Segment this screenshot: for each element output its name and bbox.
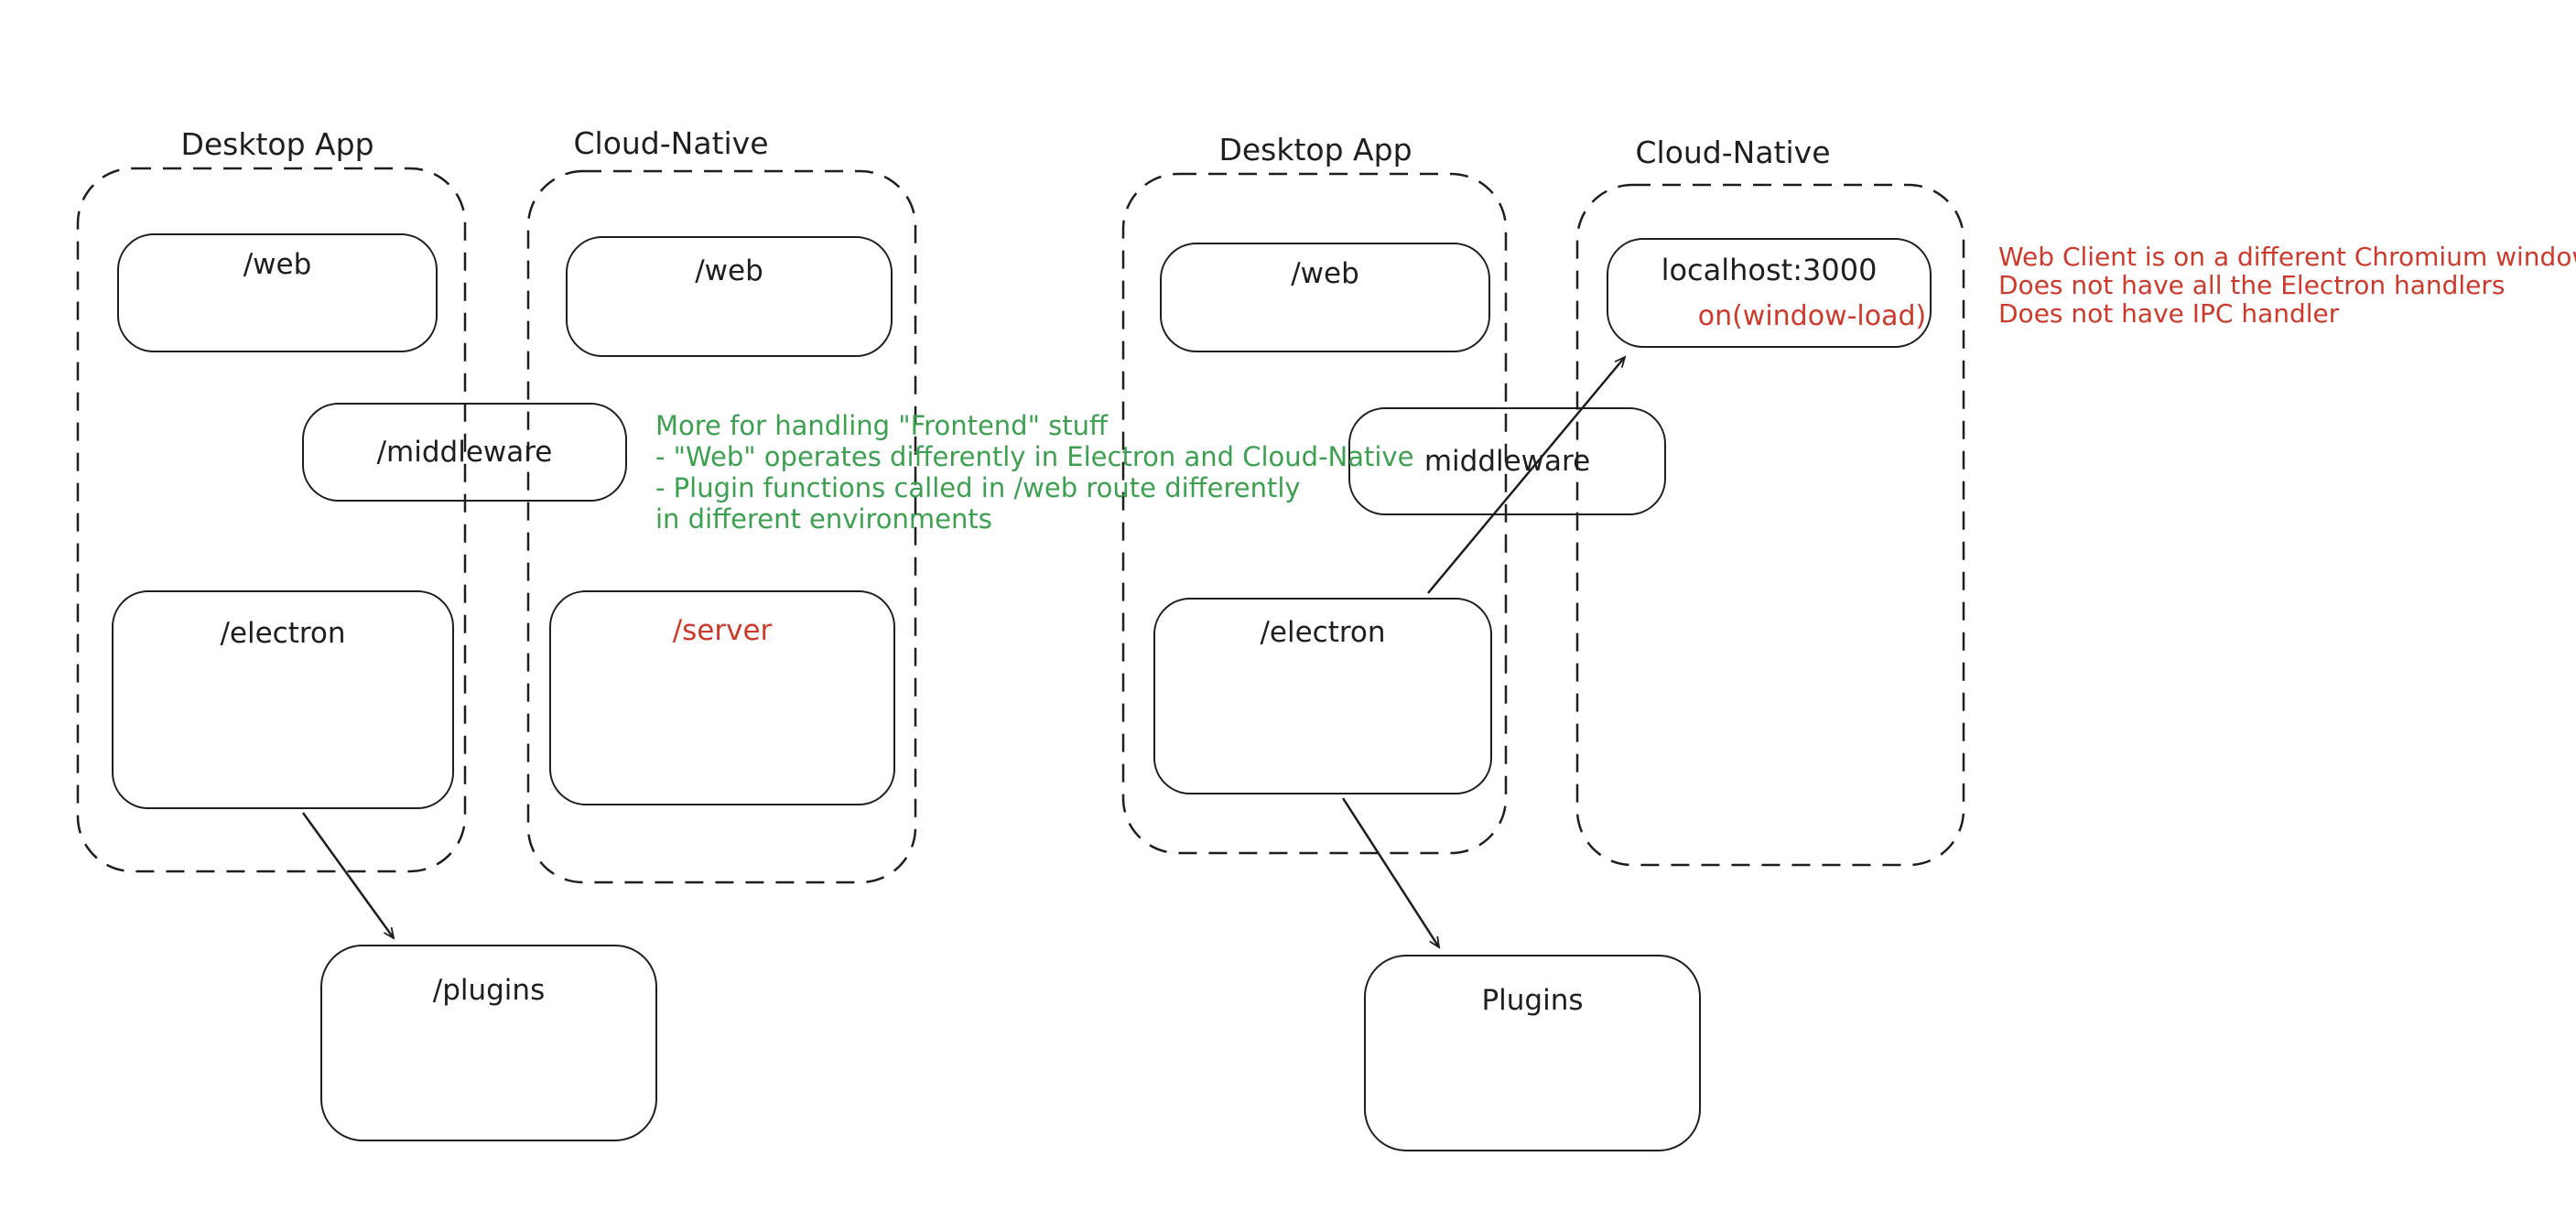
green-annotation-line: - Plugin functions called in /web route … <box>655 472 1301 503</box>
red-annotation-line: Does not have all the Electron handlers <box>1998 270 2506 300</box>
red-annotation-line: Does not have IPC handler <box>1998 298 2340 329</box>
node-middleware-left: /middleware <box>302 403 627 502</box>
node-label: middleware <box>1423 445 1591 478</box>
node-label: /electron <box>1260 616 1386 649</box>
node-web-desktop-left: /web <box>117 233 438 352</box>
electron-to-localhost-arrow <box>1427 355 1627 594</box>
node-label: Plugins <box>1481 984 1584 1017</box>
node-label: /middleware <box>376 436 553 469</box>
green-annotation-line: - "Web" operates differently in Electron… <box>655 441 1414 472</box>
on-window-load-label: on(window-load) <box>1697 300 1927 332</box>
node-label: /web <box>1291 257 1359 290</box>
node-label: /web <box>695 254 763 287</box>
cloud-native-label-left: Cloud-Native <box>573 125 769 161</box>
cloud-native-container-left <box>526 169 917 884</box>
cloud-native-label-right: Cloud-Native <box>1635 135 1831 170</box>
node-electron-left: /electron <box>112 590 454 809</box>
node-server-cloud-left: /server <box>549 590 895 805</box>
node-web-right: /web <box>1160 243 1490 352</box>
node-web-cloud-left: /web <box>566 236 893 357</box>
node-plugins-right: Plugins <box>1364 955 1701 1151</box>
electron-to-plugins-arrow-right <box>1341 797 1441 949</box>
node-label: /web <box>243 248 312 281</box>
green-annotation-line: More for handling "Frontend" stuff <box>655 410 1108 441</box>
green-annotation-line: in different environments <box>655 503 992 535</box>
node-localhost-3000: localhost:3000 on(window-load) <box>1607 238 1932 348</box>
node-plugins-left: /plugins <box>320 945 657 1141</box>
localhost-label: localhost:3000 <box>1661 253 1878 287</box>
node-label: /electron <box>220 617 346 650</box>
red-annotation: Web Client is on a different Chromium wi… <box>1998 243 2576 328</box>
green-annotation: More for handling "Frontend" stuff - "We… <box>655 410 1413 535</box>
node-label: /server <box>672 614 773 647</box>
desktop-app-label-right: Desktop App <box>1218 132 1412 168</box>
node-label: /plugins <box>432 974 546 1007</box>
desktop-app-label-left: Desktop App <box>180 126 374 162</box>
node-electron-right: /electron <box>1153 598 1492 794</box>
cloud-native-container-right <box>1575 183 1965 867</box>
node-middleware-right: middleware <box>1348 407 1666 515</box>
electron-to-plugins-arrow-left <box>301 812 395 940</box>
red-annotation-line: Web Client is on a different Chromium wi… <box>1998 242 2576 272</box>
desktop-app-container-left <box>76 167 467 873</box>
